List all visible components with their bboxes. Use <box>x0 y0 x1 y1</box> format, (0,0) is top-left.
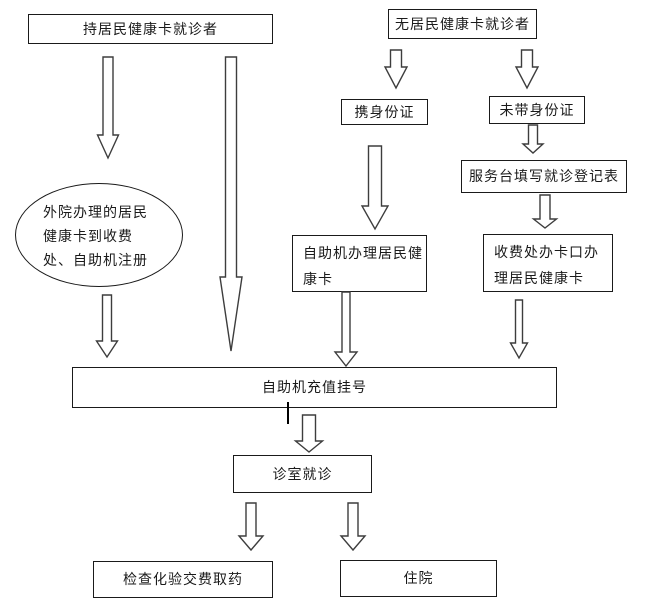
node-hospitalization-label: 住院 <box>403 570 434 587</box>
node-exam-pay-medicine-label: 检查化验交费取药 <box>123 571 243 588</box>
node-fee-window-card-line2: 理居民健康卡 <box>494 270 584 286</box>
node-fee-window-card-line1: 收费处办卡口办 <box>494 244 599 260</box>
arrow-card-holder-to-oval-icon <box>96 56 120 160</box>
node-hospitalization: 住院 <box>340 560 497 597</box>
node-card-holder: 持居民健康卡就诊者 <box>28 14 273 44</box>
node-without-id: 未带身份证 <box>489 96 585 124</box>
arrow-no-card-to-with-id-icon <box>383 49 409 90</box>
node-with-id: 携身份证 <box>341 99 428 125</box>
node-card-holder-label: 持居民健康卡就诊者 <box>83 20 218 37</box>
oval-line-2: 健康卡到收费 <box>43 228 133 244</box>
arrow-recharge-to-clinic-icon <box>293 414 325 453</box>
node-fee-window-card: 收费处办卡口办 理居民健康卡 <box>483 234 613 292</box>
arrow-no-card-to-without-id-icon <box>514 49 540 90</box>
arrow-oval-to-recharge-icon <box>95 294 119 359</box>
node-clinic-visit-label: 诊室就诊 <box>272 465 333 482</box>
node-service-desk: 服务台填写就诊登记表 <box>461 160 627 193</box>
arrow-card-holder-to-recharge-icon <box>219 56 243 352</box>
connector-tick-mark <box>287 402 289 424</box>
node-exam-pay-medicine: 检查化验交费取药 <box>93 561 273 598</box>
node-recharge-register-label: 自助机充值挂号 <box>262 379 367 396</box>
arrow-clinic-to-hospital-icon <box>339 502 367 552</box>
arrow-clinic-to-exam-icon <box>237 502 265 552</box>
node-clinic-visit: 诊室就诊 <box>233 455 372 493</box>
node-service-desk-label: 服务台填写就诊登记表 <box>469 168 619 185</box>
arrow-without-id-to-service-desk-icon <box>521 124 545 154</box>
node-without-id-label: 未带身份证 <box>499 101 575 118</box>
node-recharge-register: 自助机充值挂号 <box>72 367 557 408</box>
node-no-card: 无居民健康卡就诊者 <box>388 9 537 39</box>
arrow-fee-window-to-recharge-icon <box>509 299 529 360</box>
arrow-with-id-to-self-machine-icon <box>360 145 390 231</box>
oval-line-3: 处、自助机注册 <box>43 252 148 268</box>
node-with-id-label: 携身份证 <box>354 103 415 120</box>
node-self-machine-card: 自助机办理居民健 康卡 <box>292 235 427 292</box>
arrow-self-machine-to-recharge-icon <box>333 291 359 368</box>
node-self-machine-card-line2: 康卡 <box>303 271 333 287</box>
arrow-service-desk-to-fee-window-icon <box>531 194 559 229</box>
node-self-machine-card-line1: 自助机办理居民健 <box>303 245 423 261</box>
node-external-card-oval: 外院办理的居民 健康卡到收费 处、自助机注册 <box>15 183 183 287</box>
oval-line-1: 外院办理的居民 <box>43 204 148 220</box>
node-no-card-label: 无居民健康卡就诊者 <box>395 15 530 32</box>
